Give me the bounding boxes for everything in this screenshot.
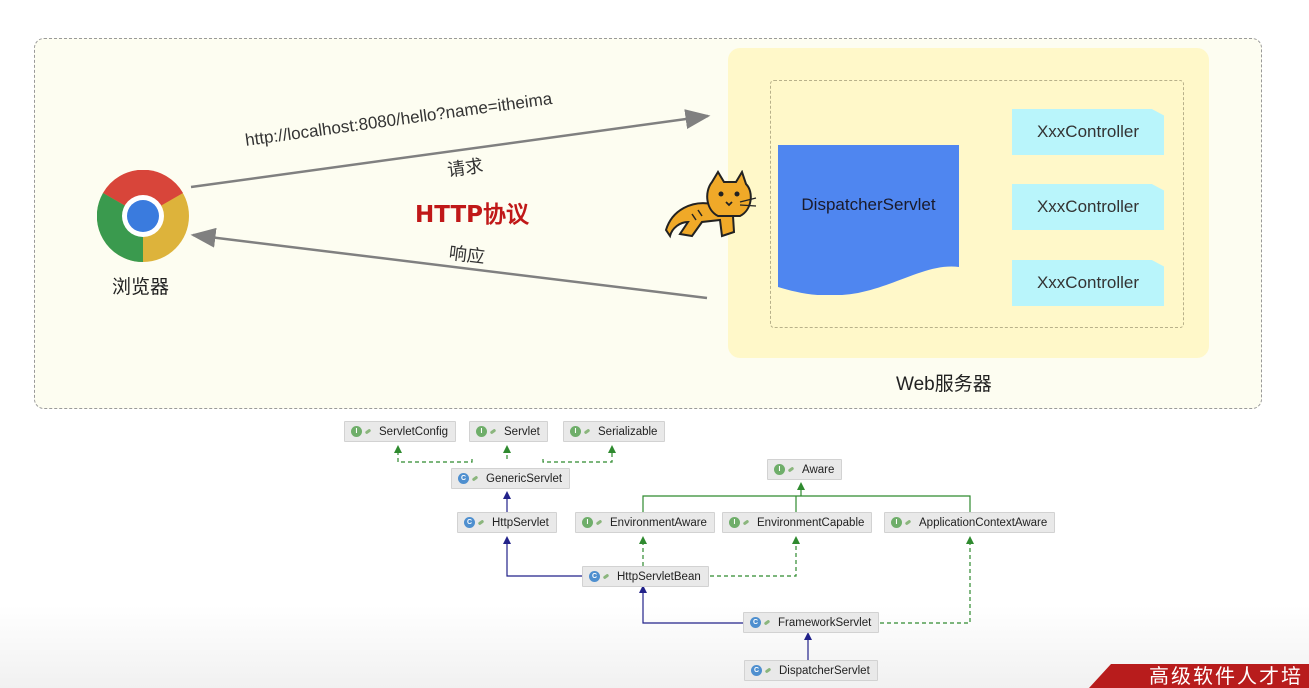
hierarchy-edges bbox=[394, 445, 974, 660]
class-node-environmentaware: I EnvironmentAware bbox=[575, 512, 715, 533]
class-node-serializable: I Serializable bbox=[563, 421, 666, 442]
class-node-label: DispatcherServlet bbox=[779, 664, 870, 677]
leaf-icon bbox=[603, 573, 609, 581]
class-node-applicationcontextaware: I ApplicationContextAware bbox=[884, 512, 1056, 533]
class-node-label: HttpServlet bbox=[492, 516, 549, 529]
class-node-servlet: I Servlet bbox=[469, 421, 548, 442]
class-node-dispatcherservlet: C DispatcherServlet bbox=[744, 660, 878, 681]
class-icon: C bbox=[751, 665, 762, 676]
leaf-icon bbox=[764, 619, 770, 627]
class-icon: C bbox=[458, 473, 469, 484]
dispatcher-servlet-label: DispatcherServlet bbox=[801, 195, 936, 214]
leaf-icon bbox=[365, 428, 371, 436]
class-icon: C bbox=[750, 617, 761, 628]
interface-icon: I bbox=[351, 426, 362, 437]
tomcat-icon bbox=[662, 169, 762, 242]
browser-label: 浏览器 bbox=[112, 276, 170, 298]
interface-icon: I bbox=[570, 426, 581, 437]
leaf-icon bbox=[596, 519, 602, 527]
controller-box-2: XxxController bbox=[1012, 184, 1164, 230]
response-arrow bbox=[190, 227, 708, 300]
controller-box-1: XxxController bbox=[1012, 109, 1164, 155]
class-node-label: ApplicationContextAware bbox=[919, 516, 1048, 529]
class-node-label: Servlet bbox=[504, 425, 540, 438]
response-label: 响应 bbox=[447, 242, 486, 269]
chrome-icon bbox=[96, 169, 189, 263]
leaf-icon bbox=[788, 466, 794, 474]
interface-icon: I bbox=[774, 464, 785, 475]
controller-box-3: XxxController bbox=[1012, 260, 1164, 306]
interface-icon: I bbox=[891, 517, 902, 528]
class-node-label: Aware bbox=[802, 463, 835, 476]
class-node-label: ServletConfig bbox=[379, 425, 449, 438]
interface-icon: I bbox=[729, 517, 740, 528]
flow-arrows bbox=[190, 109, 711, 300]
interface-icon: I bbox=[476, 426, 487, 437]
controller-label: XxxController bbox=[1036, 197, 1140, 216]
class-node-genericservlet: C GenericServlet bbox=[451, 468, 571, 489]
class-node-httpservletbean: C HttpServletBean bbox=[582, 566, 709, 587]
class-node-label: FrameworkServlet bbox=[778, 616, 872, 629]
class-node-servletconfig: I ServletConfig bbox=[344, 421, 457, 442]
protocol-label: HTTP协议 bbox=[415, 202, 530, 228]
brand-banner-text: 高级软件人才培 bbox=[1149, 664, 1303, 688]
leaf-icon bbox=[490, 428, 496, 436]
class-icon: C bbox=[589, 571, 600, 582]
leaf-icon bbox=[584, 428, 590, 436]
controller-label: XxxController bbox=[1036, 122, 1140, 141]
request-label: 请求 bbox=[445, 155, 485, 182]
leaf-icon bbox=[905, 519, 911, 527]
interface-icon: I bbox=[582, 517, 593, 528]
class-node-label: HttpServletBean bbox=[617, 570, 701, 583]
class-node-label: GenericServlet bbox=[486, 472, 563, 485]
class-node-frameworkservlet: C FrameworkServlet bbox=[743, 612, 880, 633]
controller-label: XxxController bbox=[1036, 273, 1140, 292]
class-node-label: EnvironmentCapable bbox=[757, 516, 865, 529]
leaf-icon bbox=[743, 519, 749, 527]
class-node-httpservlet: C HttpServlet bbox=[457, 512, 557, 533]
spring-container-box bbox=[770, 80, 1184, 328]
leaf-icon bbox=[472, 475, 478, 483]
class-node-label: Serializable bbox=[598, 425, 658, 438]
class-node-label: EnvironmentAware bbox=[610, 516, 707, 529]
class-node-aware: I Aware bbox=[767, 459, 843, 480]
class-node-environmentcapable: I EnvironmentCapable bbox=[722, 512, 873, 533]
web-server-label: Web服务器 bbox=[896, 374, 992, 395]
request-arrow bbox=[190, 109, 711, 189]
class-icon: C bbox=[464, 517, 475, 528]
leaf-icon bbox=[478, 519, 484, 527]
brand-banner bbox=[1089, 664, 1309, 688]
leaf-icon bbox=[765, 667, 771, 675]
dispatcher-servlet-box: DispatcherServlet bbox=[778, 145, 959, 295]
